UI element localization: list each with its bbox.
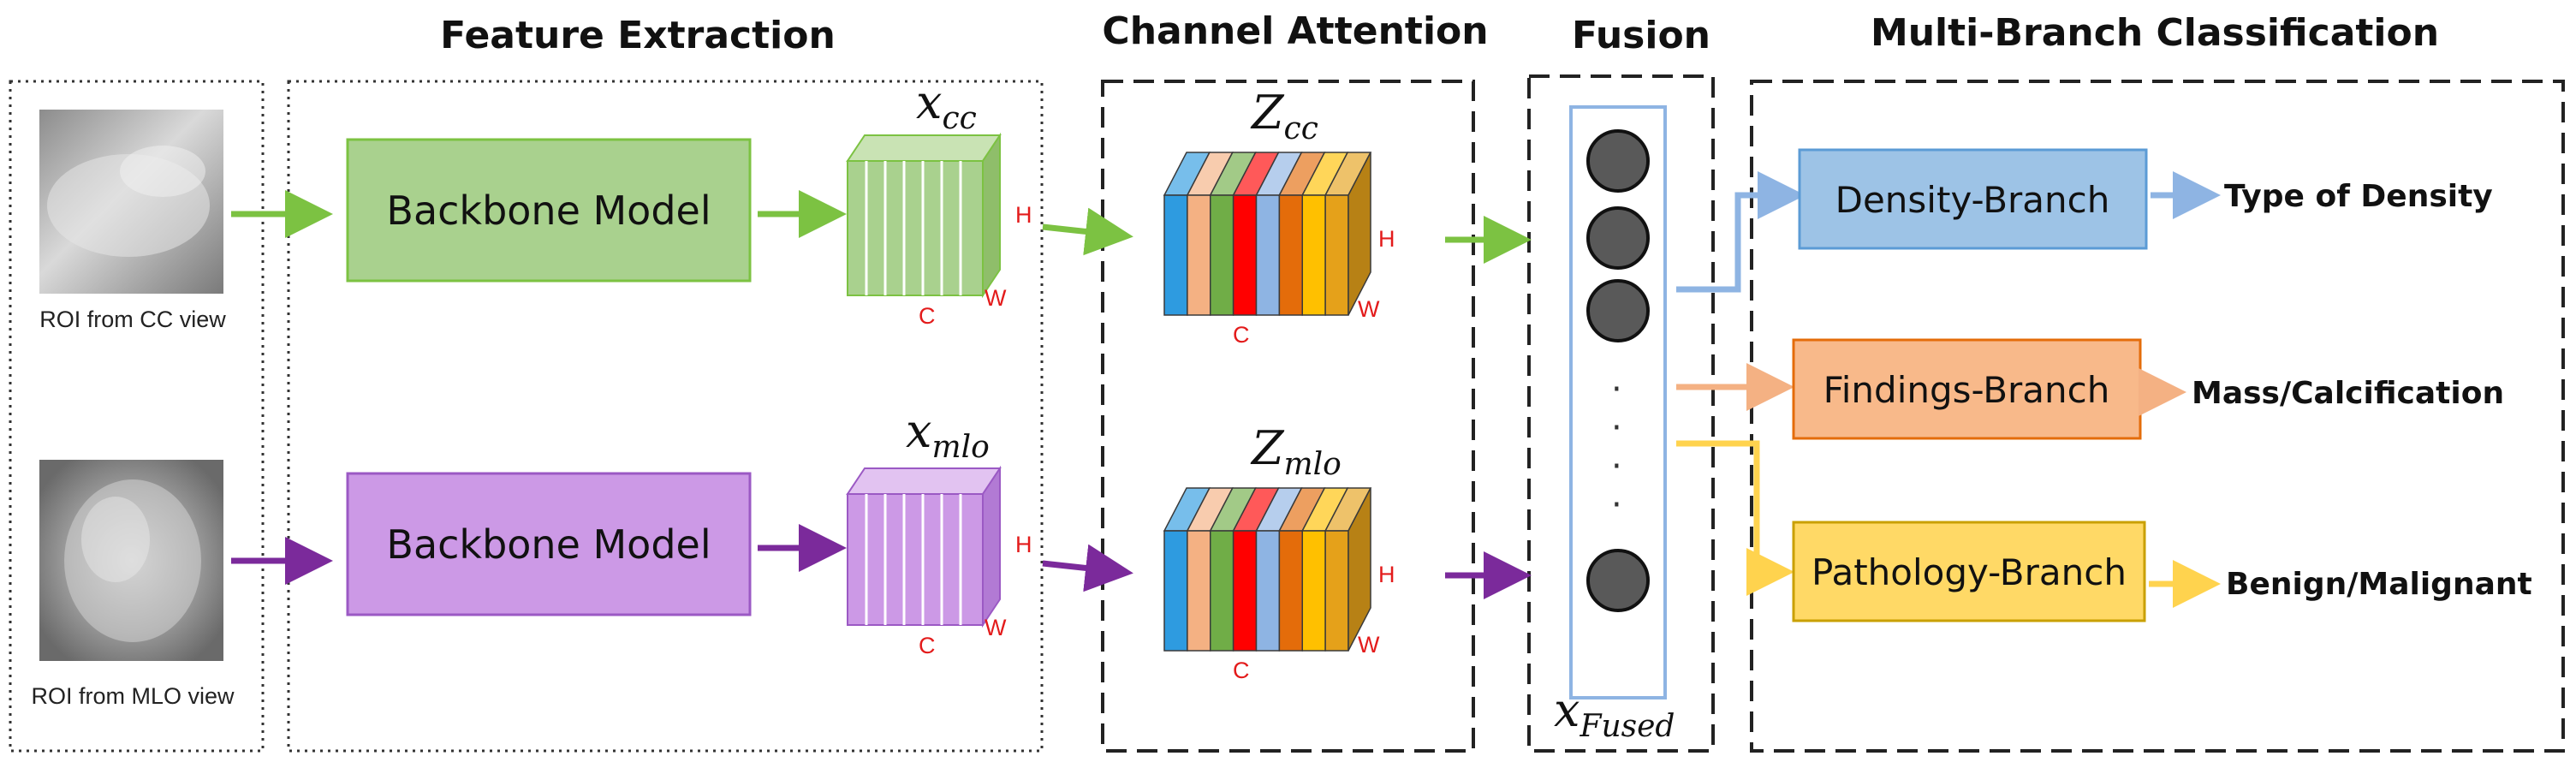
arrow-xmlo-to-zmlo (1042, 544, 1133, 592)
label-z-mlo: Zmlo (1250, 421, 1342, 482)
output-type-of-density: Type of Density (2224, 179, 2493, 214)
z-mlo-strip-6 (1278, 530, 1303, 652)
output-benign-malignant: Benign/Malignant (2226, 567, 2532, 602)
label-x-cc: xcc (916, 75, 977, 136)
dim-c-z-cc: C (1233, 322, 1250, 348)
z-cc-strip-5 (1255, 194, 1281, 316)
z-cc-strip-8 (1324, 194, 1349, 316)
label-z-cc: Zcc (1250, 86, 1318, 146)
z-mlo-strip-8 (1324, 530, 1349, 652)
label-x-mlo: xmlo (906, 404, 990, 465)
density-branch (1798, 148, 2148, 250)
multi-branch-frame (1750, 80, 2565, 753)
fused-dot-1: · (1611, 370, 1622, 409)
dim-w-x-mlo: W (985, 615, 1007, 640)
title-multi-branch-classification: Multi-Branch Classification (1871, 11, 2439, 55)
fused-node-1 (1586, 129, 1650, 193)
feature-extraction-frame (287, 80, 1044, 753)
dim-h-z-mlo: H (1378, 562, 1395, 587)
pathology-branch (1792, 521, 2146, 622)
attention-cube-z-cc (1163, 152, 1372, 316)
density-branch-label: Density-Branch (1835, 179, 2110, 221)
arrow-fusion-to-density (1676, 171, 1806, 293)
title-fusion: Fusion (1572, 14, 1710, 57)
z-mlo-strip-3 (1210, 530, 1234, 652)
z-mlo-strip-5 (1255, 530, 1281, 652)
output-mass-calcification: Mass/Calcification (2192, 376, 2504, 411)
z-cc-strip-2 (1187, 194, 1211, 316)
roi-mlo-image (39, 460, 223, 661)
arrow-fusion-to-pathology (1676, 440, 1794, 596)
dim-h-z-cc: H (1378, 226, 1395, 252)
z-cc-strip-1 (1163, 194, 1188, 316)
fused-node-3 (1586, 279, 1650, 342)
fused-dot-4: · (1611, 485, 1622, 525)
dim-c-x-mlo: C (919, 633, 936, 658)
backbone-model-cc (346, 138, 752, 283)
dim-c-x-cc: C (919, 303, 936, 329)
title-feature-extraction: Feature Extraction (440, 14, 836, 57)
z-cc-strip-3 (1210, 194, 1234, 316)
fused-node-n (1586, 549, 1650, 612)
backbone-model-mlo (346, 472, 752, 616)
backbone-cc-label: Backbone Model (386, 188, 711, 234)
fused-node-2 (1586, 206, 1650, 270)
z-cc-side-face (1347, 152, 1371, 316)
arrow-xcc-to-zcc (1042, 207, 1133, 256)
feature-cube-x-cc (846, 132, 1002, 299)
z-cc-strip-7 (1301, 194, 1326, 316)
z-mlo-strip-2 (1187, 530, 1211, 652)
feature-cube-x-mlo (846, 465, 1002, 628)
dim-w-x-cc: W (985, 285, 1007, 311)
pathology-branch-label: Pathology-Branch (1812, 551, 2127, 593)
fused-dot-2: · (1611, 408, 1622, 448)
roi-cc-caption: ROI from CC view (39, 307, 226, 332)
dim-c-z-mlo: C (1233, 658, 1250, 683)
dim-w-z-mlo: W (1358, 632, 1380, 658)
z-mlo-strip-4 (1232, 530, 1258, 652)
fused-dot-3: · (1611, 447, 1622, 486)
channel-attention-frame (1101, 80, 1475, 753)
input-frame (9, 80, 265, 753)
roi-mlo-caption: ROI from MLO view (31, 683, 235, 709)
dim-h-x-cc: H (1015, 202, 1032, 228)
dim-w-z-cc: W (1358, 296, 1380, 322)
title-channel-attention: Channel Attention (1102, 9, 1488, 53)
label-x-fused: xFused (1554, 683, 1675, 744)
findings-branch-label: Findings-Branch (1823, 369, 2110, 411)
z-mlo-side-face (1347, 487, 1371, 652)
z-mlo-strip-1 (1163, 530, 1188, 652)
roi-cc-image (39, 110, 223, 294)
z-cc-strip-4 (1232, 194, 1258, 316)
z-mlo-strip-7 (1301, 530, 1326, 652)
z-cc-strip-6 (1278, 194, 1303, 316)
attention-cube-z-mlo (1163, 487, 1372, 652)
dim-h-x-mlo: H (1015, 532, 1032, 557)
backbone-mlo-label: Backbone Model (386, 521, 711, 568)
